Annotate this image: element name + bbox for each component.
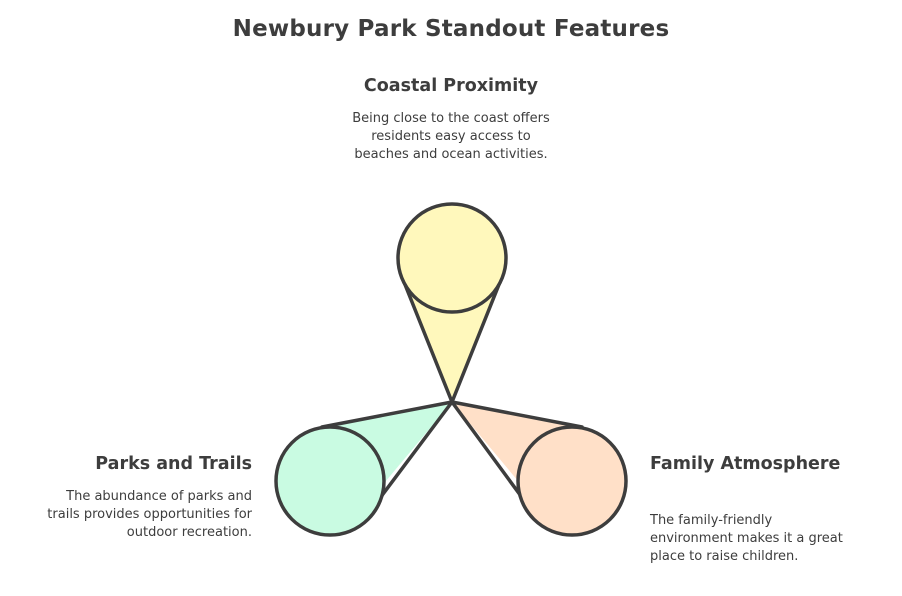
petal-coastal-edge-right bbox=[450, 280, 502, 404]
petal-family-edge-top bbox=[450, 400, 584, 429]
feature-description-coastal-proximity: Being close to the coast offers resident… bbox=[352, 111, 550, 162]
feature-heading-coastal-proximity: Coastal Proximity bbox=[363, 76, 539, 96]
diagram-title: Newbury Park Standout Features bbox=[232, 16, 670, 42]
feature-description-parks-and-trails: The abundance of parks and trails provid… bbox=[47, 489, 252, 540]
petal-family-atmosphere bbox=[450, 400, 628, 537]
petal-coastal-edge-left bbox=[402, 280, 454, 404]
petal-parks-edge-top bbox=[320, 400, 454, 429]
petal-parks-circle bbox=[274, 425, 386, 537]
feature-heading-family-atmosphere: Family Atmosphere bbox=[650, 454, 841, 474]
feature-heading-parks-and-trails: Parks and Trails bbox=[95, 454, 252, 474]
petal-parks-and-trails bbox=[274, 400, 454, 537]
feature-description-family-atmosphere: The family-friendly environment makes it… bbox=[650, 513, 843, 564]
petal-family-circle bbox=[516, 425, 628, 537]
petal-coastal-proximity bbox=[396, 202, 508, 404]
petal-coastal-circle bbox=[396, 202, 508, 314]
